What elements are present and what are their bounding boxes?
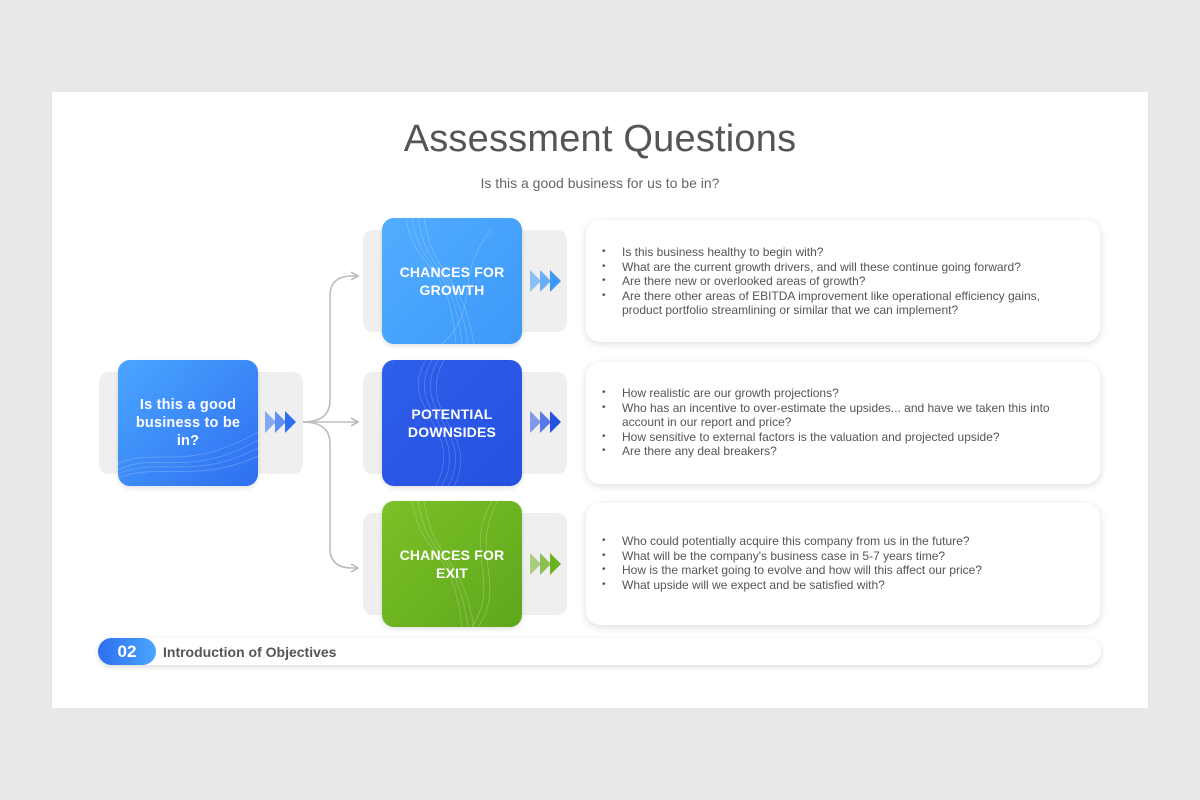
downsides-questions-card: How realistic are our growth projections…	[586, 362, 1100, 484]
exit-questions-list: Who could potentially acquire this compa…	[600, 534, 1070, 592]
wave-pattern-icon	[418, 360, 461, 486]
downsides-tile: POTENTIAL DOWNSIDES	[382, 360, 522, 486]
list-item: Is this business healthy to begin with?	[600, 245, 1070, 260]
list-item: Are there other areas of EBITDA improvem…	[600, 289, 1070, 318]
list-item: Are there new or overlooked areas of gro…	[600, 274, 1070, 289]
connector-growth	[302, 271, 360, 423]
growth-label: CHANCES FOR GROWTH	[399, 264, 505, 298]
growth-questions-list: Is this business healthy to begin with? …	[600, 245, 1070, 318]
list-item: Are there any deal breakers?	[600, 444, 1070, 459]
growth-tile: CHANCES FOR GROWTH	[382, 218, 522, 344]
list-item: How realistic are our growth projections…	[600, 386, 1070, 401]
connector-exit	[302, 421, 360, 573]
footer-bar	[98, 638, 1101, 665]
page-title: Assessment Questions	[403, 118, 797, 160]
downsides-questions-list: How realistic are our growth projections…	[600, 386, 1070, 459]
list-item: What are the current growth drivers, and…	[600, 260, 1070, 275]
wave-pattern-icon	[405, 218, 493, 344]
growth-questions-card: Is this business healthy to begin with? …	[586, 220, 1100, 342]
list-item: Who has an incentive to over-estimate th…	[600, 401, 1070, 430]
downsides-chevrons-icon	[530, 411, 561, 433]
list-item: How sensitive to external factors is the…	[600, 430, 1070, 445]
section-label: Introduction of Objectives	[163, 644, 337, 660]
wave-pattern-icon	[118, 431, 258, 479]
downsides-label: POTENTIAL DOWNSIDES	[407, 406, 497, 440]
exit-label: CHANCES FOR EXIT	[399, 547, 505, 581]
section-number-badge: 02	[98, 638, 156, 665]
list-item: What will be the company's business case…	[600, 549, 1070, 564]
exit-tile: CHANCES FOR EXIT	[382, 501, 522, 627]
list-item: What upside will we expect and be satisf…	[600, 578, 1070, 593]
root-chevrons-icon	[265, 411, 296, 433]
exit-questions-card: Who could potentially acquire this compa…	[586, 503, 1100, 625]
exit-chevrons-icon	[530, 553, 561, 575]
page-subtitle: Is this a good business for us to be in?	[480, 175, 720, 191]
root-tile: Is this a good business to be in?	[118, 360, 258, 486]
root-label: Is this a good business to be in?	[135, 397, 241, 449]
growth-chevrons-icon	[530, 270, 561, 292]
list-item: How is the market going to evolve and ho…	[600, 563, 1070, 578]
list-item: Who could potentially acquire this compa…	[600, 534, 1070, 549]
wave-pattern-icon	[411, 501, 499, 627]
